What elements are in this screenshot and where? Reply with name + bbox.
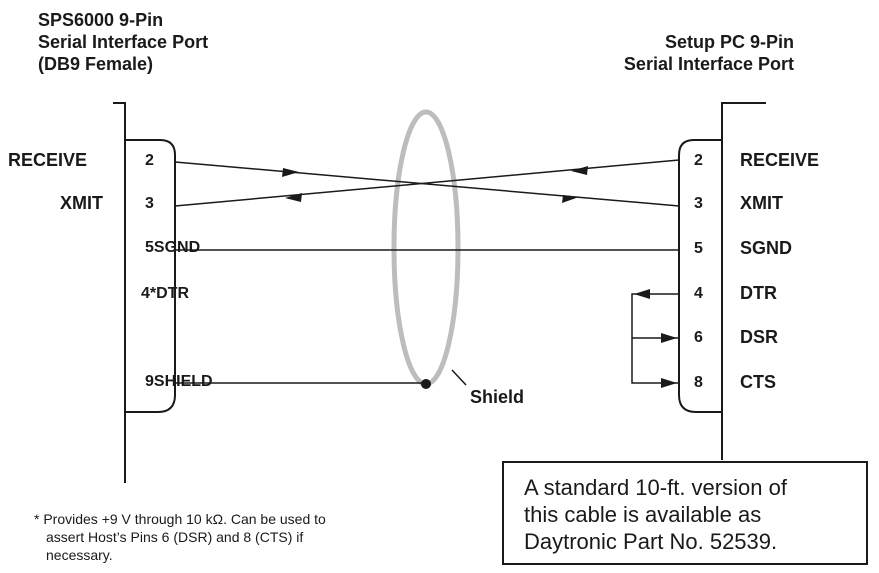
left-port-title-line-3: (DB9 Female) (38, 54, 154, 74)
right-connector-outline (678, 102, 766, 460)
right-pin-2: 2 (694, 152, 703, 169)
arrow-cts (661, 378, 677, 388)
left-signal-receive: RECEIVE (8, 150, 88, 170)
right-pin-4: 4 (694, 285, 703, 302)
left-pin-3: 3 (145, 195, 154, 212)
note-line-1: A standard 10-ft. version of (524, 475, 787, 500)
left-port-title-line-2: Serial Interface Port (38, 32, 209, 52)
arrow-receive-right (571, 166, 588, 175)
right-signal-dtr: DTR (740, 283, 777, 303)
right-pin-6: 6 (694, 329, 703, 346)
arrow-dsr (661, 333, 677, 343)
left-label-shield: 9SHIELD (145, 373, 213, 390)
right-signal-dsr: DSR (740, 327, 779, 347)
right-pin-5: 5 (694, 240, 703, 257)
wire-left2-to-right3 (174, 161, 680, 207)
arrow-xmit-right (562, 195, 579, 203)
shield-junction-dot (421, 379, 431, 389)
shield-leader (451, 369, 467, 386)
left-label-dtr: 4*DTR (141, 285, 190, 302)
left-pin-2: 2 (145, 152, 154, 169)
arrow-dtr (634, 289, 650, 299)
note-line-2: this cable is available as (524, 502, 762, 527)
note-line-3: Daytronic Part No. 52539. (524, 529, 778, 554)
footnote-line-2: assert Host’s Pins 6 (DSR) and 8 (CTS) i… (46, 529, 304, 545)
right-pin-8: 8 (694, 374, 703, 391)
arrow-receive-left (285, 193, 302, 202)
right-signal-receive: RECEIVE (740, 150, 820, 170)
right-signal-sgnd: SGND (740, 238, 793, 258)
left-signal-xmit: XMIT (60, 193, 103, 213)
right-pin-3: 3 (694, 195, 703, 212)
cable-shield-ring (391, 109, 461, 387)
wire-left3-to-right2 (174, 159, 680, 207)
left-label-sgnd: 5SGND (145, 239, 201, 256)
shield-label: Shield (470, 387, 525, 407)
right-signal-xmit: XMIT (740, 193, 783, 213)
footnote-line-1: * Provides +9 V through 10 kΩ. Can be us… (34, 511, 326, 527)
cable-availability-note: A standard 10-ft. version of this cable … (502, 461, 868, 565)
right-signal-cts: CTS (740, 372, 776, 392)
left-port-title-line-1: SPS6000 9-Pin (38, 10, 164, 30)
left-connector-outline (113, 102, 176, 483)
right-port-title-line-2: Serial Interface Port (623, 54, 794, 74)
footnote-line-3: necessary. (46, 547, 113, 563)
arrow-xmit-left (282, 168, 299, 177)
right-port-title-line-1: Setup PC 9-Pin (664, 32, 794, 52)
